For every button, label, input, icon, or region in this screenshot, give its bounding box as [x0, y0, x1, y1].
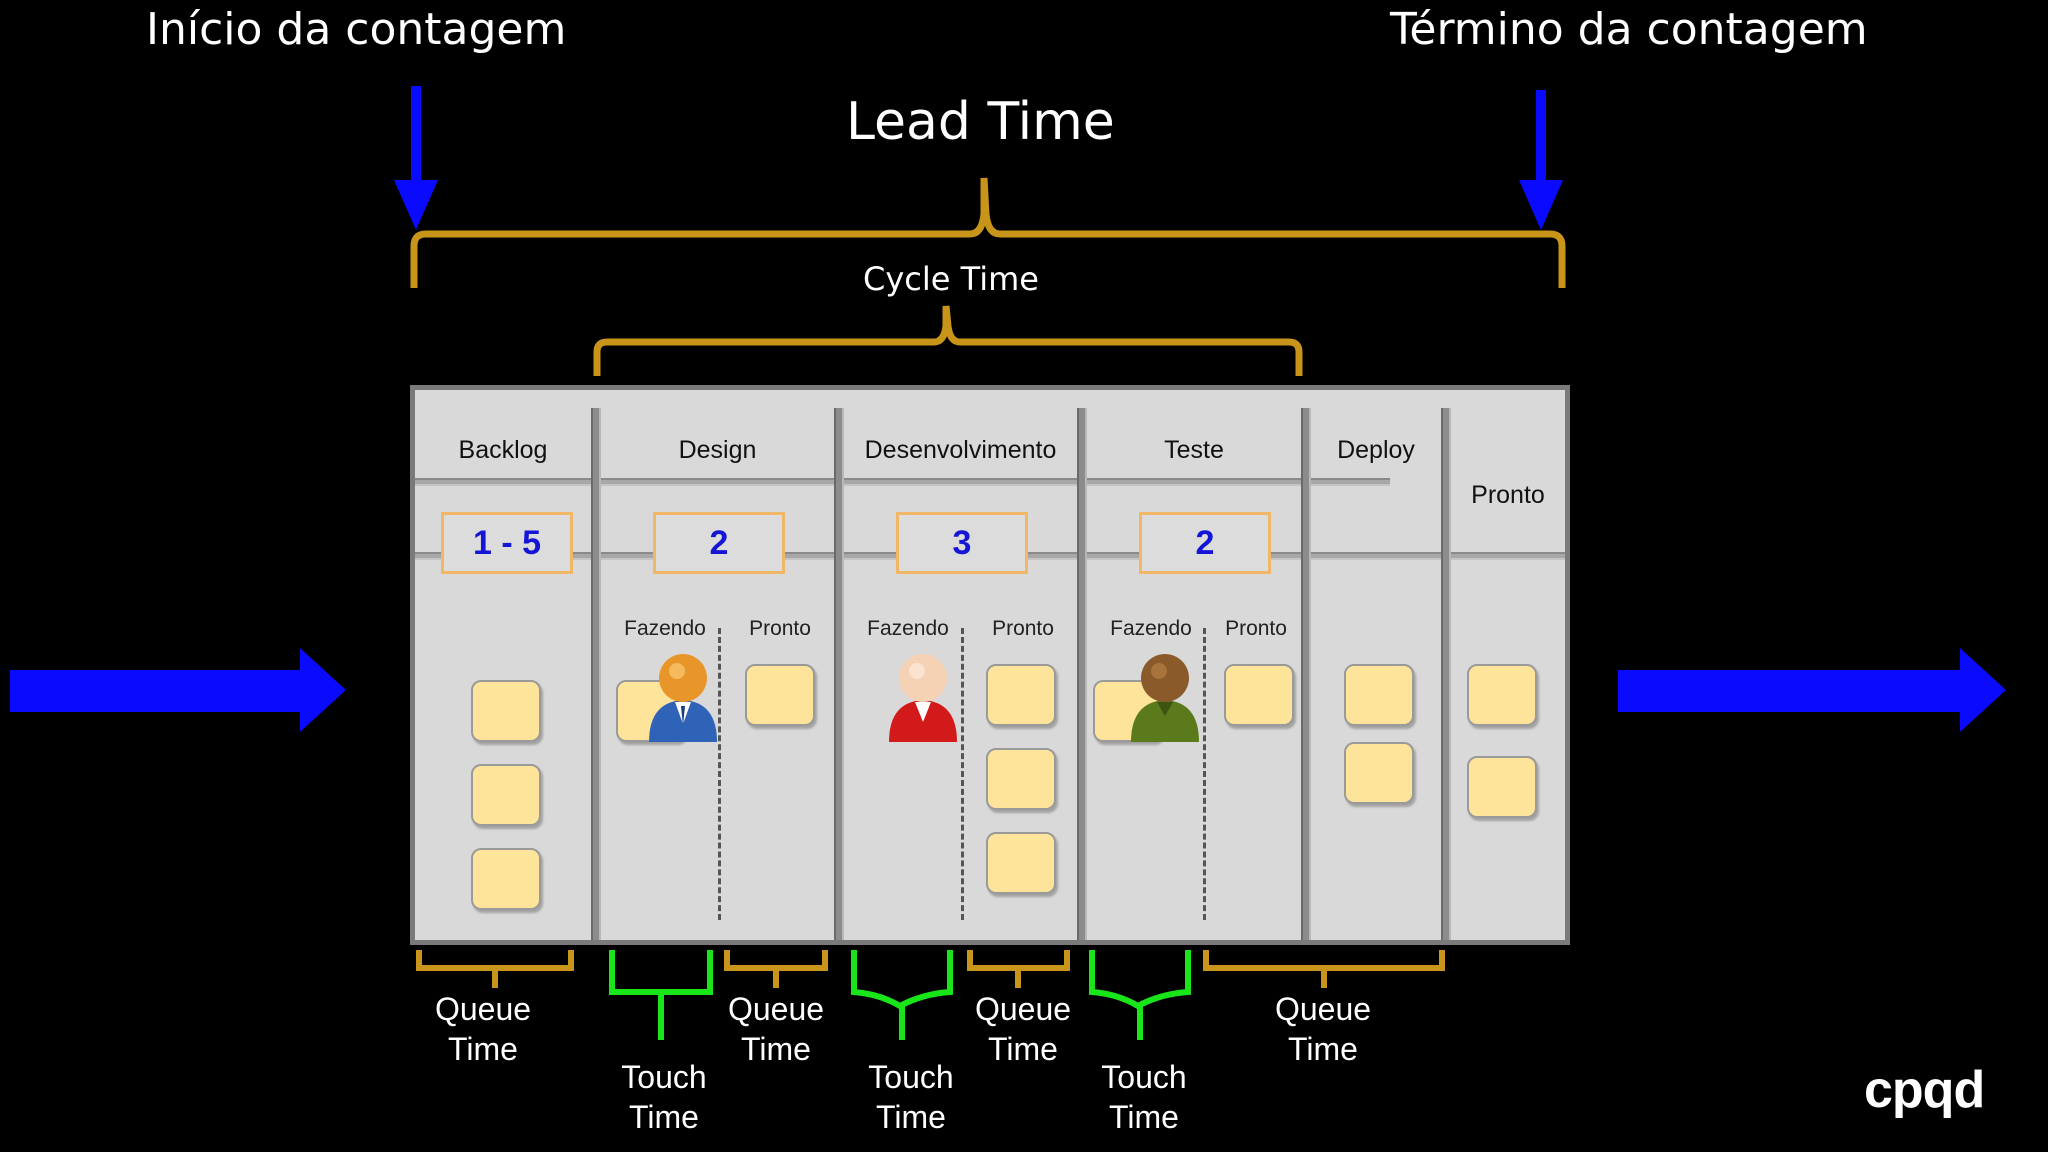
- task-card[interactable]: [1467, 756, 1537, 818]
- task-card[interactable]: [986, 664, 1056, 726]
- wip-limit-development: 3: [896, 512, 1028, 574]
- column-separator: [1301, 408, 1311, 940]
- arrow-down-icon: [1519, 90, 1563, 230]
- wip-limit-backlog: 1 - 5: [441, 512, 573, 574]
- arrow-down-icon: [394, 86, 438, 230]
- column-title-development: Desenvolvimento: [864, 436, 1057, 464]
- column-separator: [1441, 408, 1451, 940]
- arrow-right-icon: [1618, 648, 2006, 732]
- lead-time-label: Lead Time: [846, 92, 1115, 152]
- person-icon: [649, 654, 717, 742]
- subcolumn-divider: [1203, 628, 1206, 920]
- task-card[interactable]: [1344, 742, 1414, 804]
- task-card[interactable]: [471, 764, 541, 826]
- column-separator: [1077, 408, 1087, 940]
- task-card[interactable]: [471, 680, 541, 742]
- column-title-design: Design: [678, 436, 757, 464]
- task-card[interactable]: [986, 748, 1056, 810]
- column-title-deploy: Deploy: [1337, 436, 1415, 464]
- header-divider: [415, 478, 1390, 486]
- cycle-time-brace: [593, 305, 1303, 376]
- kanban-board: Backlog Design Desenvolvimento Teste Dep…: [410, 385, 1570, 945]
- arrow-right-icon: [10, 648, 346, 732]
- subcolumn-done: Pronto: [749, 617, 811, 640]
- task-card[interactable]: [1344, 664, 1414, 726]
- task-card[interactable]: [1467, 664, 1537, 726]
- cpqd-logo: cpqd: [1864, 1061, 1985, 1119]
- person-icon: [1131, 654, 1199, 742]
- queue-brace: [724, 950, 828, 988]
- column-separator: [834, 408, 844, 940]
- subcolumn-doing: Fazendo: [1110, 617, 1192, 640]
- task-card[interactable]: [745, 664, 815, 726]
- queue-brace: [416, 950, 574, 988]
- column-title-backlog: Backlog: [458, 436, 548, 464]
- touch-brace: [851, 950, 953, 1040]
- column-separator: [591, 408, 601, 940]
- column-title-test: Teste: [1164, 436, 1224, 464]
- subcolumn-divider: [718, 628, 721, 920]
- start-count-label: Início da contagem: [146, 4, 567, 55]
- wip-limit-test: 2: [1139, 512, 1271, 574]
- column-title-done: Pronto: [1471, 481, 1545, 509]
- touch-brace: [609, 950, 713, 1040]
- subcolumn-done: Pronto: [992, 617, 1054, 640]
- subcolumn-doing: Fazendo: [624, 617, 706, 640]
- task-card[interactable]: [986, 832, 1056, 894]
- queue-brace: [1203, 950, 1445, 988]
- touch-brace: [1089, 950, 1191, 1040]
- task-card[interactable]: [471, 848, 541, 910]
- end-count-label: Término da contagem: [1390, 4, 1868, 55]
- person-icon: [889, 654, 957, 742]
- cycle-time-label: Cycle Time: [863, 260, 1039, 298]
- subcolumn-done: Pronto: [1225, 617, 1287, 640]
- subcolumn-doing: Fazendo: [867, 617, 949, 640]
- subcolumn-divider: [961, 628, 964, 920]
- queue-brace: [967, 950, 1070, 988]
- task-card[interactable]: [1224, 664, 1294, 726]
- wip-limit-design: 2: [653, 512, 785, 574]
- lead-time-brace: [410, 177, 1566, 288]
